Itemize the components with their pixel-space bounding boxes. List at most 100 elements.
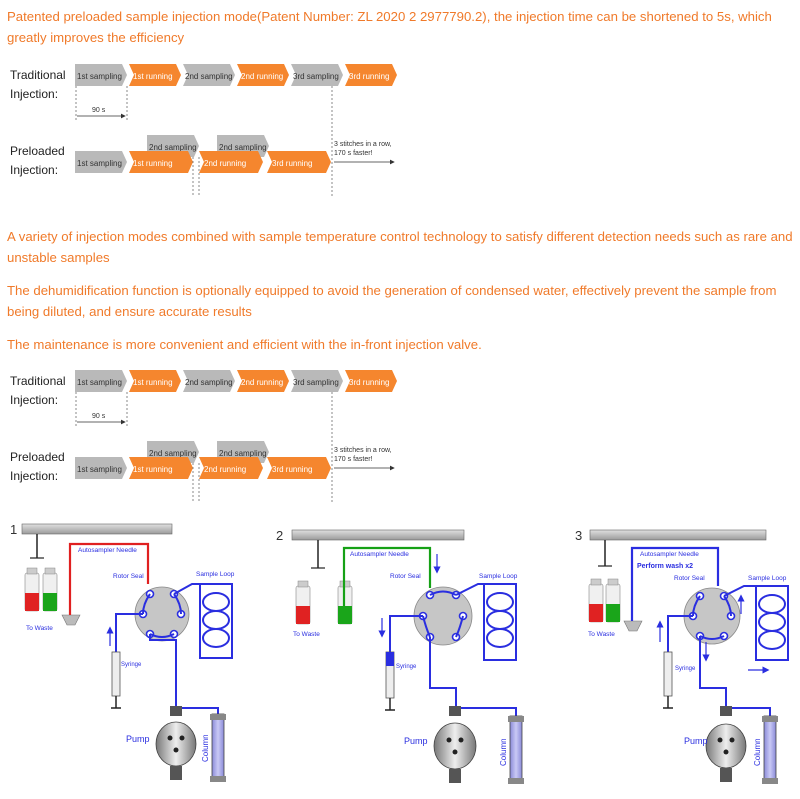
waste-funnel xyxy=(623,620,643,632)
syringe xyxy=(663,651,673,697)
syringe-label: Syringe xyxy=(121,662,142,668)
preloaded-sampling-1 xyxy=(75,151,127,173)
diagram-step-1: 1 To Waste Autosampler Needle Rotor Seal xyxy=(10,522,235,782)
traditional-label-2: Injection: xyxy=(10,87,58,101)
sample-loop xyxy=(723,585,789,661)
traditional-running-3-label: 3rd running xyxy=(349,72,389,81)
traditional-running-1-label: 1st running xyxy=(133,378,173,387)
sample-loop xyxy=(173,583,233,659)
paragraph-patent: Patented preloaded sample injection mode… xyxy=(7,9,772,45)
traditional-label-2: Injection: xyxy=(10,393,58,407)
wash-label: Perform wash x2 xyxy=(637,563,693,570)
note-line-2: 170 s faster! xyxy=(334,456,373,463)
step-number: 1 xyxy=(10,522,17,537)
syringe-label: Syringe xyxy=(396,664,417,670)
pump xyxy=(433,722,477,770)
rotor-label: Rotor Seal xyxy=(674,575,705,582)
loop-label: Sample Loop xyxy=(196,571,235,578)
preloaded-running-3 xyxy=(267,151,331,173)
traditional-running-2 xyxy=(237,64,289,86)
loop-label: Sample Loop xyxy=(748,575,787,582)
traditional-running-3 xyxy=(345,370,397,392)
traditional-sampling-1 xyxy=(75,370,127,392)
traditional-running-1 xyxy=(129,64,181,86)
step-number: 2 xyxy=(276,528,283,543)
traditional-sampling-1-label: 1st sampling xyxy=(77,72,122,81)
column-label: Column xyxy=(201,734,210,762)
pump xyxy=(155,721,197,767)
preloaded-sampling-3-label: 2nd sampling xyxy=(219,143,267,152)
preloaded-sampling-1-label: 1st sampling xyxy=(77,159,122,168)
preloaded-running-1-label: 1st running xyxy=(133,159,173,168)
needle-label: Autosampler Needle xyxy=(78,547,137,554)
rotor-label: Rotor Seal xyxy=(390,573,421,580)
traditional-running-1 xyxy=(129,370,181,392)
traditional-sampling-2-label: 2nd sampling xyxy=(185,72,233,81)
needle-path xyxy=(630,546,720,621)
waste-label: To Waste xyxy=(26,625,53,632)
autosampler-diagrams: 1 To Waste Autosampler Needle Rotor Seal xyxy=(0,518,800,794)
preloaded-label: Preloaded xyxy=(10,450,65,464)
column xyxy=(211,713,225,781)
pump-label: Pump xyxy=(404,736,428,746)
needle-label: Autosampler Needle xyxy=(640,551,699,558)
needle-path xyxy=(342,546,432,606)
preloaded-running-2-label: 2nd running xyxy=(204,465,246,474)
traditional-label: Traditional xyxy=(10,374,66,388)
traditional-sampling-1-label: 1st sampling xyxy=(77,378,122,387)
needle-path xyxy=(68,542,150,615)
time-90s: 90 s xyxy=(92,107,106,114)
traditional-label: Traditional xyxy=(10,68,66,82)
diagram-step-3: 3 To Waste Autosampler Needle Perform wa… xyxy=(575,528,789,784)
loop-label: Sample Loop xyxy=(479,573,518,580)
traditional-sampling-2-label: 2nd sampling xyxy=(185,378,233,387)
traditional-running-3 xyxy=(345,64,397,86)
preloaded-label-2: Injection: xyxy=(10,469,58,483)
column-label: Column xyxy=(753,738,762,766)
paragraph-dehumidification: The dehumidification function is optiona… xyxy=(7,283,777,319)
needle-rail xyxy=(589,529,767,541)
needle-label: Autosampler Needle xyxy=(350,551,409,558)
paragraph-maintenance: The maintenance is more convenient and e… xyxy=(7,337,482,352)
pump-label: Pump xyxy=(684,736,708,746)
needle-rail xyxy=(291,529,465,541)
preloaded-sampling-3-label: 2nd sampling xyxy=(219,449,267,458)
note-line-1: 3 stitches in a row, xyxy=(334,141,392,148)
traditional-sampling-3-label: 3rd sampling xyxy=(293,378,339,387)
diagram-step-2: 2 To Waste Autosampler Needle Rotor Seal xyxy=(276,528,524,784)
preloaded-sampling-2-label: 2nd sampling xyxy=(149,449,197,458)
traditional-sampling-1 xyxy=(75,64,127,86)
traditional-running-1-label: 1st running xyxy=(133,72,173,81)
traditional-sampling-2 xyxy=(183,64,235,86)
preloaded-label: Preloaded xyxy=(10,144,65,158)
traditional-running-2 xyxy=(237,370,289,392)
preloaded-running-3 xyxy=(267,457,331,479)
syringe xyxy=(111,651,121,697)
injection-timeline-2: Traditional Injection: Preloaded Injecti… xyxy=(0,364,410,509)
preloaded-sampling-2-label: 2nd sampling xyxy=(149,143,197,152)
preloaded-running-3-label: 3rd running xyxy=(272,159,312,168)
traditional-sampling-2 xyxy=(183,370,235,392)
preloaded-running-2 xyxy=(199,457,263,479)
note-line-2: 170 s faster! xyxy=(334,150,373,157)
rotor-label: Rotor Seal xyxy=(113,573,144,580)
traditional-running-3-label: 3rd running xyxy=(349,378,389,387)
preloaded-label-2: Injection: xyxy=(10,163,58,177)
injection-timeline-1: Traditional Injection: Preloaded Injecti… xyxy=(0,58,410,203)
sample-loop xyxy=(455,583,517,661)
column-label: Column xyxy=(499,738,508,766)
step-number: 3 xyxy=(575,528,582,543)
needle-rail xyxy=(21,523,173,535)
preloaded-running-1 xyxy=(129,457,193,479)
column xyxy=(763,715,777,783)
traditional-sampling-3-label: 3rd sampling xyxy=(293,72,339,81)
preloaded-running-2-label: 2nd running xyxy=(204,159,246,168)
pump xyxy=(705,723,747,769)
syringe-label: Syringe xyxy=(675,666,696,672)
preloaded-running-3-label: 3rd running xyxy=(272,465,312,474)
traditional-running-2-label: 2nd running xyxy=(241,378,283,387)
paragraph-injection-modes: A variety of injection modes combined wi… xyxy=(7,229,793,265)
preloaded-running-1 xyxy=(129,151,193,173)
pump-label: Pump xyxy=(126,734,150,744)
traditional-sampling-3 xyxy=(291,370,343,392)
